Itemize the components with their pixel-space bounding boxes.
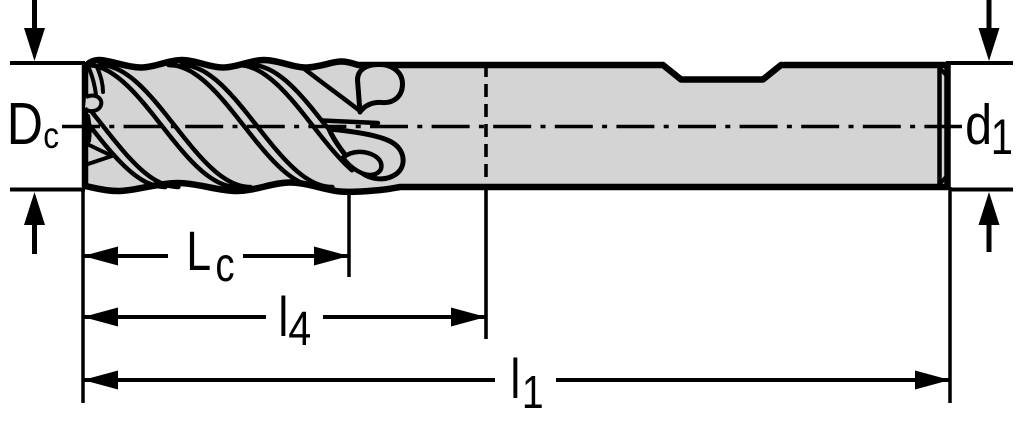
svg-text:c: c <box>215 239 234 292</box>
svg-text:d: d <box>965 93 992 157</box>
svg-text:l: l <box>510 347 520 410</box>
svg-text:1: 1 <box>522 367 544 419</box>
svg-text:4: 4 <box>288 302 311 356</box>
svg-text:c: c <box>43 116 59 157</box>
svg-text:D: D <box>7 90 43 157</box>
svg-text:L: L <box>186 219 211 282</box>
svg-text:l: l <box>278 285 288 348</box>
svg-text:1: 1 <box>991 109 1013 165</box>
